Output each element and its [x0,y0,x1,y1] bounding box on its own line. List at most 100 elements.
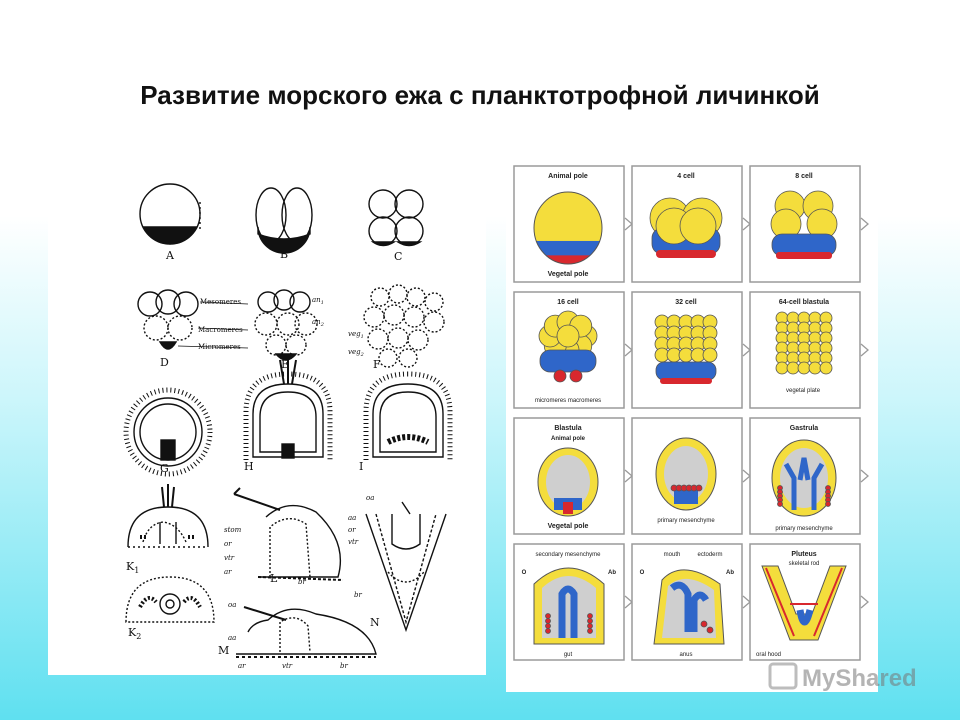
blue-band [674,490,698,504]
watermark: MyShared [768,656,938,696]
cell-title: Gastrula [790,425,819,432]
blastomere [569,369,583,383]
blastomere [702,347,718,363]
blastomere [706,626,714,634]
blastocoel [546,455,590,509]
blue-band [655,361,717,381]
blastomere [786,361,800,375]
label-veg2: veg2 [348,348,364,358]
blastomere [797,361,811,375]
red-band [660,378,712,384]
label-vtr-m: vtr [282,662,293,670]
cell-note: anus [679,652,692,658]
label-ab: Ab [726,570,734,576]
label-micromeres: Micromeres [198,343,241,351]
letter-h: H [244,460,254,473]
stage-a-egg [139,183,201,245]
next-arrow-icon [742,217,751,231]
letter-f: F [373,358,381,371]
blastomere [695,484,703,492]
share-icon [768,662,798,690]
stage-l-prism [233,487,344,581]
blastomere [679,207,717,245]
blastomere [825,501,831,507]
stage-m-larva [236,606,377,658]
cell-note: Vegetal pole [548,523,589,530]
next-arrow-icon [742,469,751,483]
blastomere [587,618,593,624]
cell-title: 4 cell [677,173,695,180]
stage-b-2cell [255,187,313,254]
cell-note: gut [564,652,573,658]
letter-k1: K1 [126,560,139,575]
cell-title: mouth [664,552,681,558]
stage-k2-section [125,576,215,623]
blastomere [775,361,789,375]
blue-band [539,349,597,373]
stage-e-16cell [254,289,318,361]
blastomere [545,628,551,634]
blastocoel [780,448,828,508]
label-veg1: veg1 [348,330,364,340]
cell-note: vegetal plate [786,388,821,394]
next-arrow-icon [624,469,633,483]
gut-tube [796,609,814,626]
stage-cell-4: 16 cell micromeres macromeres [513,291,633,409]
stage-cell-3: 8 cell [749,165,869,283]
label-oa-n: oa [366,494,374,502]
archenteron [783,457,825,510]
cell-title: 16 cell [557,299,578,306]
skeletal-rods [765,567,843,637]
label-ar: ar [224,568,232,576]
blastocoel [542,576,596,638]
stage-d-8cell [137,289,249,350]
letter-e: E [281,358,289,371]
letter-k2: K2 [128,626,141,641]
blastomere [700,620,708,628]
label-ab: Ab [608,570,616,576]
blastomere [556,324,580,348]
letter-b: B [280,248,288,261]
red-band [776,252,832,259]
stage-cell-8: primary mesenchyme [631,417,751,535]
red-band [656,250,716,258]
stage-frame [749,165,861,283]
label-vtr: vtr [224,554,235,562]
label-br-n: br [354,591,362,599]
next-arrow-icon [624,217,633,231]
letter-i: I [359,460,363,473]
blastomere [587,613,593,619]
label-br: br [298,578,306,586]
blastomere [587,628,593,634]
cell-subtitle: Animal pole [551,436,586,442]
blastomere [819,361,833,375]
stage-h-hatched-blastula [243,357,333,460]
label-o: O [640,570,645,576]
letter-g: G [160,462,169,475]
letter-a: A [165,249,175,262]
blastomere [777,501,783,507]
label-an2: an2 [312,318,324,328]
label-stom: stom [224,526,242,534]
stage-n-pluteus [365,501,447,633]
gut-tube [669,581,710,632]
label-ar-m: ar [238,662,246,670]
label-mesomeres: Mesomeres [200,298,241,306]
cell-title: Animal pole [548,173,588,180]
next-arrow-icon [742,595,751,609]
cell-title: Blastula [554,425,581,432]
label-or-n: or [348,526,356,534]
stage-g-blastula [123,387,213,477]
cell-title: 32 cell [675,299,696,306]
next-arrow-icon [860,469,869,483]
cell-note: micromeres macromeres [535,398,601,404]
blastomere [553,369,567,383]
gut-tube [558,585,578,638]
